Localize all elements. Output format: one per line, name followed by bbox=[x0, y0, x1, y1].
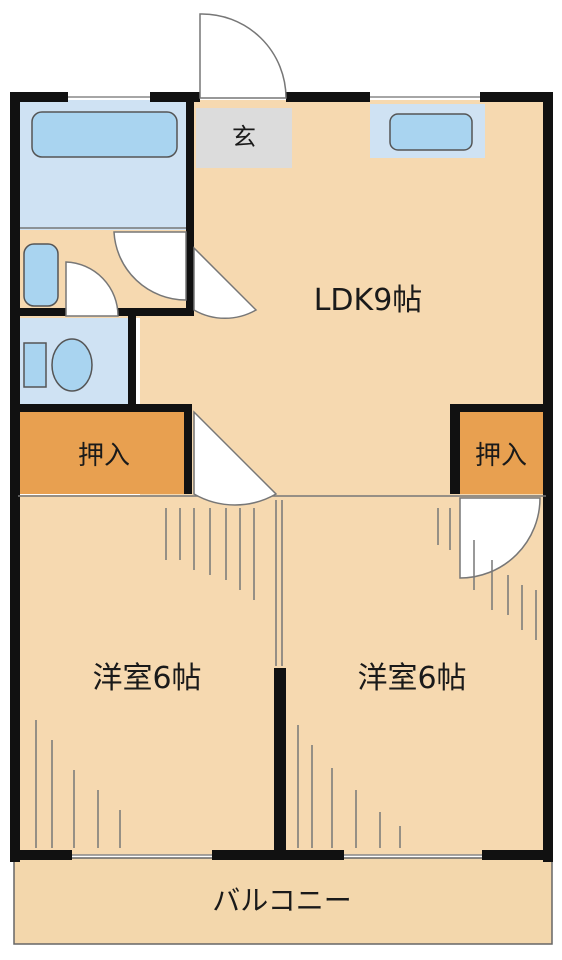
scale-ticks bbox=[35, 508, 537, 848]
entrance-door-swing bbox=[199, 13, 287, 99]
western-room-right-label: 洋室6帖 bbox=[357, 661, 466, 696]
wall bbox=[482, 850, 552, 860]
wall bbox=[286, 92, 370, 102]
wall bbox=[274, 668, 286, 856]
ldk-door-swing bbox=[193, 246, 258, 320]
ldk-label: LDK9帖 bbox=[314, 283, 423, 318]
balcony-label: バルコニー bbox=[212, 884, 351, 917]
wall bbox=[10, 850, 72, 860]
toilet-tank bbox=[23, 342, 47, 388]
entrance-floor bbox=[196, 108, 292, 168]
entrance-label: 玄 bbox=[232, 123, 256, 151]
wall bbox=[184, 404, 192, 494]
wall bbox=[543, 92, 553, 862]
closet-left-floor bbox=[18, 412, 188, 494]
wall bbox=[128, 316, 136, 408]
closet-left-label: 押入 bbox=[78, 441, 130, 471]
wall bbox=[450, 404, 546, 412]
bathtub bbox=[31, 111, 178, 158]
wall bbox=[480, 92, 552, 102]
washroom-door-swing bbox=[113, 231, 187, 301]
balcony-floor bbox=[13, 857, 553, 945]
bedroom-door-swing bbox=[193, 410, 278, 506]
wall bbox=[186, 100, 194, 310]
wall bbox=[10, 92, 20, 862]
wash-basin bbox=[23, 243, 59, 307]
western-left-floor bbox=[18, 495, 280, 855]
wall bbox=[150, 92, 200, 102]
kitchen-sink bbox=[389, 113, 473, 151]
closet-door-swing bbox=[459, 497, 541, 579]
wall bbox=[18, 404, 192, 412]
doors bbox=[65, 13, 541, 579]
closet-right-floor bbox=[458, 412, 544, 494]
wall bbox=[10, 92, 68, 102]
closet-right-label: 押入 bbox=[475, 441, 527, 471]
wall bbox=[450, 404, 460, 494]
toilet-door-swing bbox=[65, 261, 119, 317]
toilet-bowl bbox=[51, 338, 93, 392]
western-room-left-label: 洋室6帖 bbox=[92, 661, 201, 696]
